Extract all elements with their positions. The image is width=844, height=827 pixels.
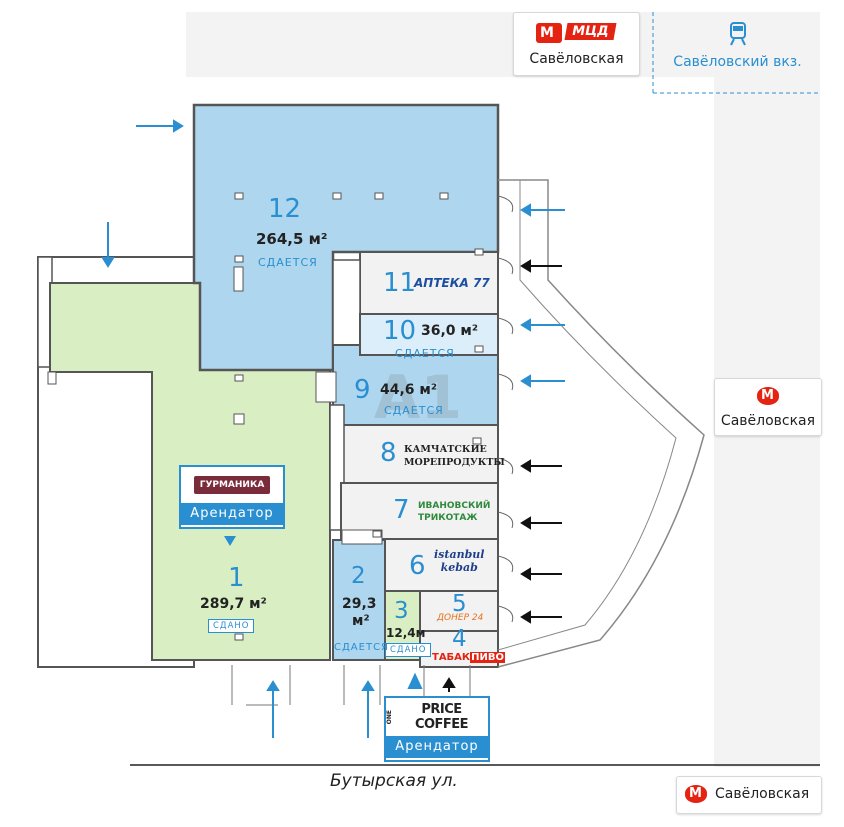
right-doors [497, 195, 514, 623]
railway-station[interactable]: Савёловский вкз. [655, 22, 820, 72]
one-price-coffee-logo: PRICE COFFEE [414, 702, 469, 732]
unit-7-tenant: ИВАНОВСКИЙ ТРИКОТАЖ [418, 501, 491, 523]
street-name: Бутырская ул. [330, 771, 458, 791]
unit-8-tenant: КАМЧАТСКИЕ МОРЕПРОДУКТЫ [404, 444, 505, 468]
unit-9-number: 9 [354, 375, 371, 405]
tenant-card-one-price-coffee[interactable]: ONE PRICE COFFEE Арендатор [384, 696, 490, 762]
unit-12-area: 264,5 м² [256, 230, 328, 248]
unit-3-number: 3 [394, 598, 409, 624]
unit-10-area: 36,0 м² [421, 323, 478, 339]
tenant-card-gurmanika[interactable]: ГУРМАНИКА Арендатор [179, 465, 285, 529]
unit-10-status: СДАЕТСЯ [395, 347, 455, 360]
unit-2-status: СДАЕТСЯ [334, 642, 389, 653]
tenant-label: Арендатор [181, 503, 283, 525]
train-icon [729, 22, 746, 46]
unit-5-number: 5 [452, 591, 467, 617]
unit-4-tenant: ТАБАКПИВО [432, 652, 505, 663]
bottom-entrances [231, 665, 471, 706]
metro-station-name: Савёловская [715, 786, 810, 802]
unit-6-number: 6 [409, 551, 426, 581]
metro-card-side[interactable]: M Савёловская [714, 378, 822, 436]
unit-6-tenant: istanbul kebab [434, 548, 485, 574]
metro-card-top[interactable]: M МЦД Савёловская [513, 12, 640, 76]
unit-11-utility [332, 259, 361, 346]
watermark: A1 [374, 363, 462, 433]
mcd-badge: МЦД [564, 23, 617, 40]
unit-3-status: СДАНО [385, 643, 432, 657]
curved-passage [497, 179, 705, 668]
railway-station-name: Савёловский вкз. [673, 54, 802, 70]
unit-10-number: 10 [383, 316, 417, 346]
columns [233, 192, 484, 641]
unit-9-status: СДАЕТСЯ [384, 404, 444, 417]
one-price-coffee-logo-small: ONE [386, 709, 393, 725]
unit-12-number: 12 [268, 194, 302, 224]
unit-1-number: 1 [228, 563, 245, 593]
metro-logo-icon: M [536, 23, 562, 43]
metro-card-bottom[interactable]: M Савёловская [676, 776, 822, 814]
metro-logo-icon: M [685, 785, 707, 803]
entrance-arrows-blue [101, 119, 565, 738]
unit-7-number: 7 [393, 495, 410, 525]
top-street-area [186, 12, 820, 77]
unit-9-area: 44,6 м² [380, 382, 437, 398]
unit-1-status: СДАНО [208, 619, 255, 633]
unit-2-number: 2 [351, 563, 366, 589]
unit-2-area-unit: м² [352, 613, 370, 629]
unit-11-shape [359, 251, 499, 315]
metro-station-name: Савёловская [529, 51, 624, 67]
metro-station-name: Савёловская [720, 413, 816, 429]
unit-8-number: 8 [380, 438, 397, 468]
unit-5-tenant: ДОНЕР 24 [437, 613, 484, 623]
entrance-arrows-black [442, 259, 562, 692]
unit-2-area-value: 29,3 [342, 596, 377, 612]
unit-4-number: 4 [452, 626, 467, 652]
unit-1-area: 289,7 м² [200, 596, 267, 612]
unit-11-tenant: АПТЕКА 77 [414, 276, 490, 290]
unit-11-number: 11 [383, 268, 417, 298]
gurmanika-logo: ГУРМАНИКА [193, 476, 271, 494]
tenant-pointer [224, 536, 236, 546]
unit-3-area: 12,4м [386, 626, 426, 640]
unit-6-shape [384, 538, 499, 592]
tenant-label: Арендатор [386, 736, 488, 758]
unit-12-status: СДАЕТСЯ [258, 256, 318, 269]
metro-logo-icon: M [757, 387, 779, 405]
